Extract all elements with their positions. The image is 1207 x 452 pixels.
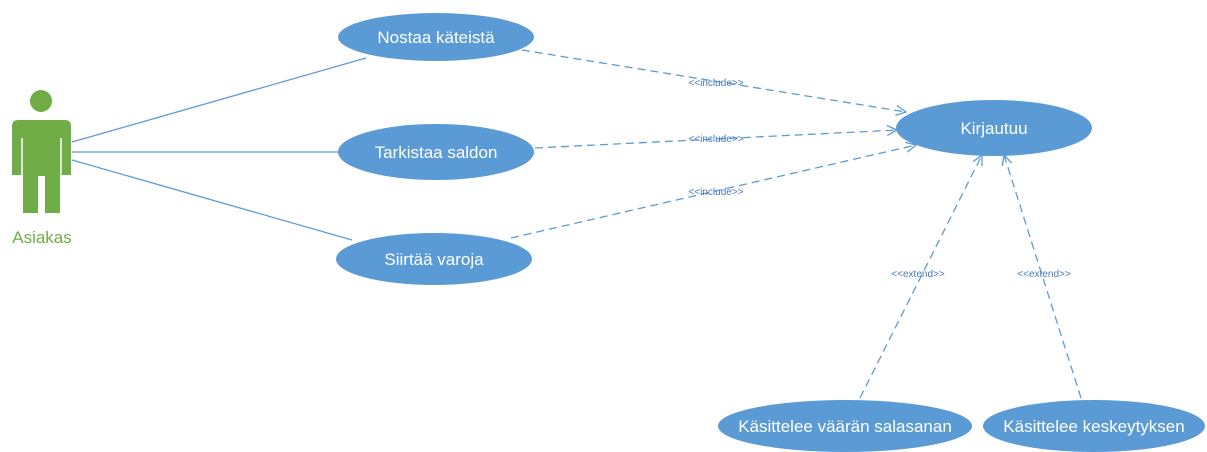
association-transfer <box>71 159 353 241</box>
actor-head <box>30 90 52 112</box>
extend-arrow-wrong-password <box>859 155 982 399</box>
actor-label: Asiakas <box>12 228 72 247</box>
use-case-withdraw-label: Nostaa käteistä <box>377 28 495 47</box>
use-case-balance: Tarkistaa saldon <box>338 124 534 180</box>
use-case-transfer-label: Siirtää varoja <box>384 250 484 269</box>
include-arrow-balance <box>534 130 897 149</box>
include-label-3: <<include>> <box>688 187 743 198</box>
use-case-login-label: Kirjautuu <box>960 119 1027 138</box>
use-case-wrong-password-label: Käsittelee väärän salasanan <box>738 417 952 436</box>
use-case-balance-label: Tarkistaa saldon <box>375 143 498 162</box>
include-label-1: <<include>> <box>688 78 743 89</box>
use-case-interruption-label: Käsittelee keskeytyksen <box>1003 417 1184 436</box>
include-label-2: <<include>> <box>688 134 743 145</box>
extend-arrow-interruption <box>1004 155 1082 399</box>
extend-label-1: <<extend>> <box>891 269 945 280</box>
use-case-wrong-password: Käsittelee väärän salasanan <box>718 400 972 452</box>
actor-asiakas: Asiakas <box>12 90 72 247</box>
include-arrow-transfer <box>510 145 916 239</box>
actor-body <box>12 120 71 213</box>
use-case-transfer: Siirtää varoja <box>336 233 532 285</box>
use-case-login: Kirjautuu <box>896 100 1092 156</box>
association-withdraw <box>71 57 367 143</box>
extend-label-2: <<extend>> <box>1017 269 1071 280</box>
use-case-interruption: Käsittelee keskeytyksen <box>983 400 1205 452</box>
use-case-withdraw: Nostaa käteistä <box>338 13 534 61</box>
